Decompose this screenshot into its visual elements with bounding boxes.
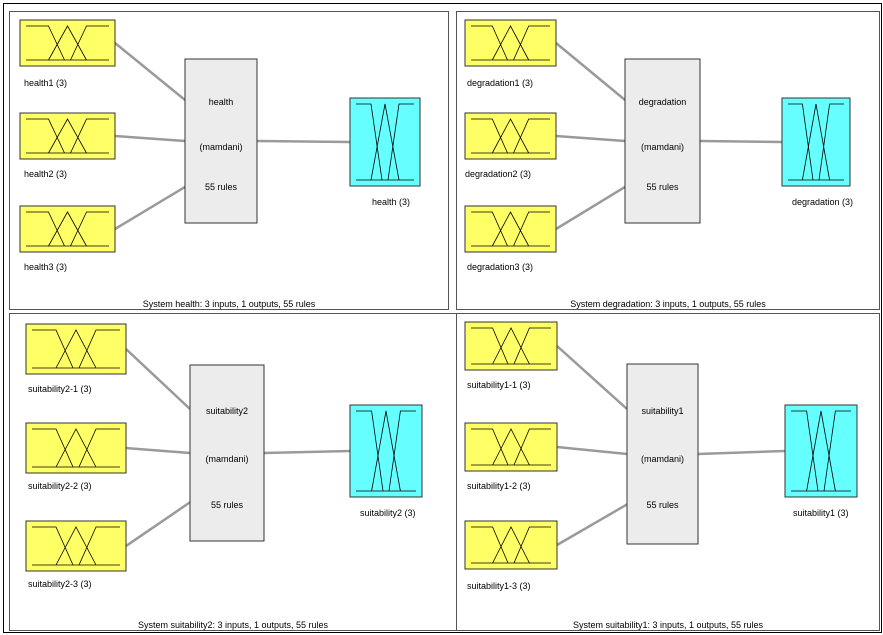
inference-engine-block[interactable] [189, 364, 265, 542]
input-connector [555, 42, 626, 101]
input-mf-block[interactable] [464, 19, 557, 67]
input-connector [125, 501, 191, 548]
input-label: suitability1-3 (3) [467, 581, 531, 591]
inference-engine-block[interactable] [624, 58, 701, 224]
input-mf-block[interactable] [19, 19, 116, 67]
engine-rule-count: 55 rules [646, 500, 679, 510]
engine-method: (mamdani) [640, 454, 684, 464]
membership-function-icon [471, 211, 550, 247]
membership-function-icon [356, 410, 416, 492]
engine-rule-count: 55 rules [204, 182, 238, 192]
output-mf-block[interactable] [784, 404, 858, 498]
membership-function-icon [32, 526, 120, 566]
input-connector [556, 503, 628, 547]
input-label: degradation1 (3) [467, 78, 534, 88]
output-connector [697, 449, 786, 456]
membership-function-icon [471, 118, 550, 154]
input-connector [114, 42, 186, 101]
output-label: suitability2 (3) [360, 508, 416, 518]
input-mf-block[interactable] [464, 520, 558, 570]
membership-function-icon [32, 329, 120, 369]
input-label: suitability1-1 (3) [467, 380, 531, 390]
input-mf-block[interactable] [19, 205, 116, 253]
input-label: suitability2-3 (3) [28, 579, 92, 589]
input-connector [125, 446, 191, 455]
input-mf-block[interactable] [464, 205, 557, 253]
input-label: health3 (3) [24, 262, 68, 272]
engine-name: suitability2 [205, 406, 249, 416]
figure-frame: health1 (3) health2 (3) health3 (3) health … [3, 3, 882, 633]
input-connector [114, 134, 186, 143]
input-connector [556, 345, 628, 410]
fis-diagram [464, 321, 858, 570]
output-mf-block[interactable] [349, 404, 423, 498]
input-label: suitability1-2 (3) [467, 481, 531, 491]
input-mf-block[interactable] [25, 323, 127, 375]
output-mf-block[interactable] [349, 97, 421, 187]
input-label: degradation2 (3) [465, 169, 532, 179]
inference-engine-block[interactable] [184, 58, 258, 224]
input-mf-block[interactable] [19, 112, 116, 160]
input-label: health1 (3) [24, 78, 68, 88]
system-caption: System degradation: 3 inputs, 1 outputs,… [570, 299, 766, 309]
panel-health-system: health1 (3) health2 (3) health3 (3) health … [9, 11, 449, 310]
membership-function-icon [791, 410, 851, 492]
fis-diagram [464, 19, 851, 253]
input-connector [555, 134, 626, 143]
input-connector [114, 185, 186, 231]
output-label: suitability1 (3) [793, 508, 849, 518]
engine-name: suitability1 [641, 406, 684, 416]
engine-method: (mamdani) [199, 142, 243, 152]
output-label: health (3) [372, 197, 411, 207]
engine-method: (mamdani) [205, 454, 249, 464]
input-mf-block[interactable] [464, 321, 558, 371]
membership-function-icon [471, 526, 551, 564]
membership-function-icon [32, 428, 120, 468]
input-connector [555, 185, 626, 231]
system-caption: System health: 3 inputs, 1 outputs, 55 r… [142, 299, 316, 309]
engine-rule-count: 55 rules [646, 182, 679, 192]
engine-name: health [208, 97, 234, 107]
membership-function-icon [788, 103, 844, 181]
input-label: suitability2-1 (3) [28, 384, 92, 394]
membership-function-icon [471, 428, 551, 466]
fis-diagram [25, 323, 423, 572]
engine-name: degradation [638, 97, 687, 107]
input-mf-block[interactable] [25, 422, 127, 474]
input-label: degradation3 (3) [467, 262, 534, 272]
membership-function-icon [356, 103, 414, 181]
input-mf-block[interactable] [25, 520, 127, 572]
input-mf-block[interactable] [464, 112, 557, 160]
membership-function-icon [26, 211, 109, 247]
membership-function-icon [471, 25, 550, 61]
input-connector [125, 348, 191, 410]
output-connector [256, 139, 351, 144]
panel-suitability2-system: suitability2-1 (3) suitability2-2 (3) suit… [9, 313, 457, 631]
membership-function-icon [26, 118, 109, 154]
inference-engine-block[interactable] [626, 363, 699, 545]
output-mf-block[interactable] [781, 97, 851, 187]
output-connector [263, 449, 351, 455]
panel-suitability1-system: suitability1-1 (3) suitability1-2 (3) suit… [456, 313, 880, 631]
engine-method: (mamdani) [640, 142, 684, 152]
input-connector [556, 445, 628, 456]
input-label: health2 (3) [24, 169, 68, 179]
membership-function-icon [26, 25, 109, 61]
output-label: degradation (3) [792, 197, 854, 207]
fis-diagram [19, 19, 421, 253]
output-connector [699, 139, 783, 144]
system-caption: System suitability2: 3 inputs, 1 outputs… [137, 620, 329, 630]
membership-function-icon [471, 327, 551, 365]
system-caption: System suitability1: 3 inputs, 1 outputs… [572, 620, 764, 630]
engine-rule-count: 55 rules [210, 500, 244, 510]
input-label: suitability2-2 (3) [28, 481, 92, 491]
input-mf-block[interactable] [464, 422, 558, 472]
panel-degradation-system: degradation1 (3) degradation2 (3) degradat… [456, 11, 880, 310]
